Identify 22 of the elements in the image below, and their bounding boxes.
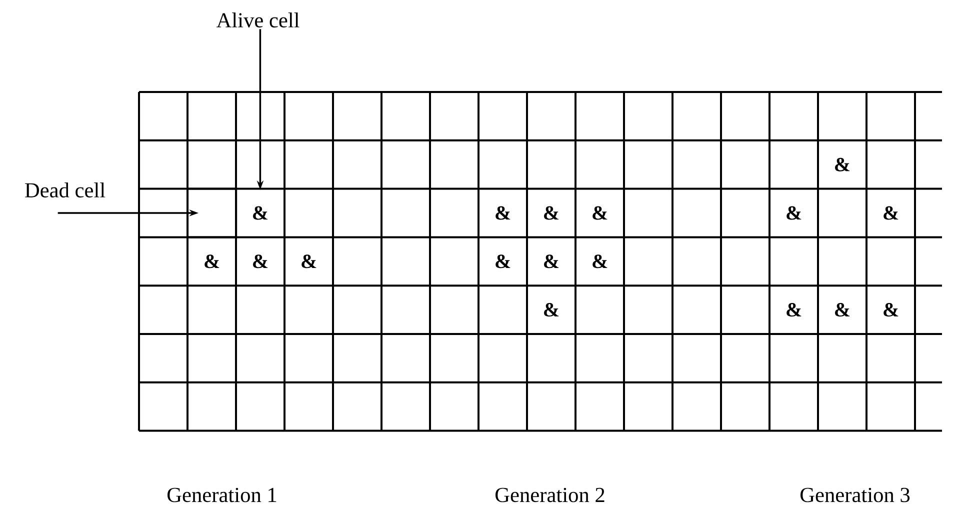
generation-label: Generation 1 (168, 488, 276, 502)
cell-symbol: & (835, 158, 850, 172)
alive-cell: & (253, 206, 268, 220)
label-text: Dead cell (25, 182, 106, 198)
cell-symbol: & (786, 303, 802, 317)
cell-symbol: & (544, 303, 559, 317)
dead-cell (186, 188, 238, 238)
cell-symbol: & (496, 254, 510, 268)
generation-label: Generation 2 (496, 488, 604, 502)
cell-symbol: & (592, 254, 608, 268)
cell-symbol: & (592, 206, 608, 220)
cell-symbol: & (302, 254, 316, 268)
cell-symbol: & (253, 254, 268, 268)
cell-symbol: & (544, 206, 559, 220)
cell-symbol: & (496, 206, 510, 220)
cell-symbol: & (884, 303, 898, 317)
generation-label: Generation 3 (800, 488, 910, 502)
cell-symbol: & (835, 303, 850, 317)
cell-symbol: & (544, 254, 559, 268)
cell-symbol: & (786, 206, 802, 220)
label-text: Alive cell (216, 12, 300, 28)
cell-symbol: & (884, 206, 898, 220)
